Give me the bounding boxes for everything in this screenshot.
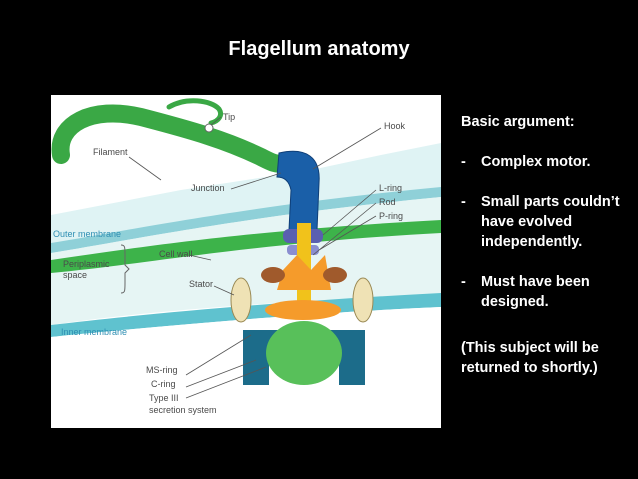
- tip-cap: [204, 123, 214, 133]
- flagellum-diagram: Tip Hook Filament Junction L-ring Rod P-…: [51, 95, 441, 428]
- label-inner-membrane: Inner membrane: [61, 327, 127, 337]
- bullet-marker: -: [461, 154, 466, 170]
- stator-right: [352, 277, 374, 323]
- label-hook: Hook: [384, 121, 406, 131]
- bullet-text: Small parts couldn’t have evolved indepe…: [481, 194, 620, 250]
- label-rod: Rod: [379, 197, 396, 207]
- label-p-ring: P-ring: [379, 211, 403, 221]
- flagellum-illustration: Tip Hook Filament Junction L-ring Rod P-…: [51, 98, 441, 428]
- motor-core: [277, 255, 331, 290]
- periplasmic-bracket: [120, 244, 130, 294]
- label-outer-membrane: Outer membrane: [53, 229, 121, 239]
- bullet-marker: -: [461, 274, 466, 290]
- outer-membrane: [51, 187, 441, 253]
- panel-heading: Basic argument:: [461, 114, 575, 130]
- label-l-ring: L-ring: [379, 183, 402, 193]
- bullet-complex-motor: - Complex motor.: [461, 152, 626, 172]
- slide-title: Flagellum anatomy: [228, 38, 410, 60]
- cell-wall: [51, 220, 441, 273]
- filament: [51, 104, 292, 173]
- bullet-text: Must have been designed.: [481, 274, 590, 310]
- label-stator: Stator: [189, 279, 213, 289]
- label-space: space: [63, 270, 87, 280]
- ms-ring: [265, 300, 341, 320]
- label-junction: Junction: [191, 183, 225, 193]
- panel-note: (This subject will be returned to shortl…: [461, 340, 599, 376]
- label-ms-ring: MS-ring: [146, 365, 178, 375]
- bullet-marker: -: [461, 194, 466, 210]
- label-tip: Tip: [223, 112, 235, 122]
- stator-left: [230, 277, 252, 323]
- rotor-right: [323, 267, 347, 283]
- type-iii-secretion: [266, 321, 342, 385]
- leader-lines: [128, 116, 382, 399]
- argument-panel: Basic argument: - Complex motor. - Small…: [461, 112, 626, 378]
- bullet-small-parts: - Small parts couldn’t have evolved inde…: [461, 192, 626, 252]
- label-cell-wall: Cell wall: [159, 249, 193, 259]
- rotor-left: [261, 267, 285, 283]
- label-secretion-system: secretion system: [149, 405, 217, 415]
- label-c-ring: C-ring: [151, 379, 176, 389]
- label-filament: Filament: [93, 147, 128, 157]
- bullet-text: Complex motor.: [481, 154, 591, 170]
- label-periplasmic: Periplasmic: [63, 259, 110, 269]
- bullet-designed: - Must have been designed.: [461, 272, 626, 312]
- label-type-iii: Type III: [149, 393, 179, 403]
